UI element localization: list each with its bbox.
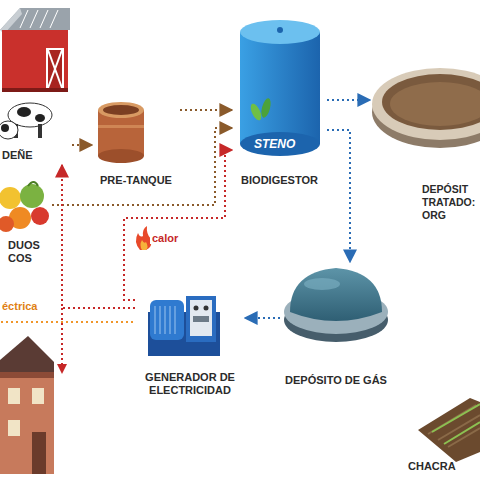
flow-connector [62,165,135,308]
node-label: GENERADOR DE ELECTRICIDAD [135,371,245,399]
flow-connector [52,128,232,205]
node-label: PRE-TANQUE [92,174,180,188]
process-node: STENO BIODIGESTOR [232,15,327,190]
gas-tank-illustration [284,268,388,342]
process-node: CHACRA [400,392,480,478]
barn-illustration [0,8,70,139]
heat-line [61,308,63,366]
treated-tank-illustration [372,68,480,148]
node-label: BIODIGESTOR [232,174,327,188]
process-node: DUOS COS [0,175,52,270]
node-label: DEPÓSIT TRATADO: ORG [422,183,478,222]
node-label: DUOS COS [8,239,48,267]
electricity-line [0,321,133,323]
flow-connector [327,130,350,262]
node-label: DEPÓSITO DE GÁS [280,374,392,388]
flow-connector [72,144,92,146]
process-node: PRE-TANQUE [92,98,180,190]
flow-connector [124,150,232,300]
house-illustration [0,336,54,474]
biodigester-illustration [240,20,320,156]
field-illustration [418,398,480,462]
process-node: DEÑE [0,0,72,165]
flow-connector [180,109,232,111]
node-label: STENO [254,137,324,152]
flow-connector [327,99,370,101]
process-node: GENERADOR DE ELECTRICIDAD [135,285,245,400]
pre-tank-illustration [98,102,144,163]
node-label: DEÑE [2,149,62,163]
node-label: CHACRA [408,460,478,474]
line-label: éctrica [2,300,37,312]
arrow-head [57,364,67,374]
process-node: DEPÓSITO DE GÁS [280,262,392,390]
vegetables-illustration [0,182,49,232]
flow-connector [245,317,280,319]
edge-label: calor [150,232,180,244]
process-node: DEPÓSIT TRATADO: ORG [370,65,480,230]
generator-illustration [148,296,220,356]
